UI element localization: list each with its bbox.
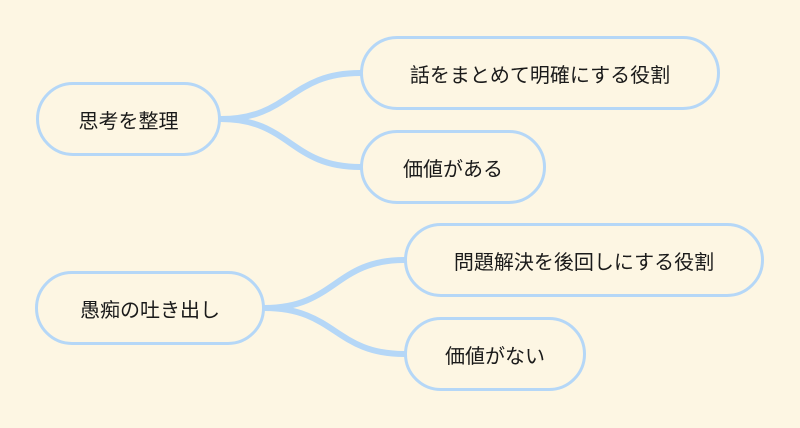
root-node-label: 思考を整理 [78,108,179,133]
root-node-venting-complaints: 愚痴の吐き出し [35,271,265,345]
child-node-label: 話をまとめて明確にする役割 [409,62,671,87]
root-node-organize-thoughts: 思考を整理 [36,82,221,156]
child-node-label: 価値がない [445,343,545,368]
child-node-no-value: 価値がない [404,317,586,391]
child-node-label: 価値がある [403,156,503,181]
child-node-postpone-role: 問題解決を後回しにする役割 [404,223,764,297]
child-node-label: 問題解決を後回しにする役割 [453,249,715,274]
connector-root1-child2 [218,116,363,170]
child-node-clarify-role: 話をまとめて明確にする役割 [360,36,720,110]
connector-root2-child1 [262,257,407,311]
root-node-label: 愚痴の吐き出し [80,297,220,322]
child-node-has-value: 価値がある [360,130,546,204]
connector-root2-child2 [262,305,407,357]
connector-root1-child1 [218,70,363,122]
